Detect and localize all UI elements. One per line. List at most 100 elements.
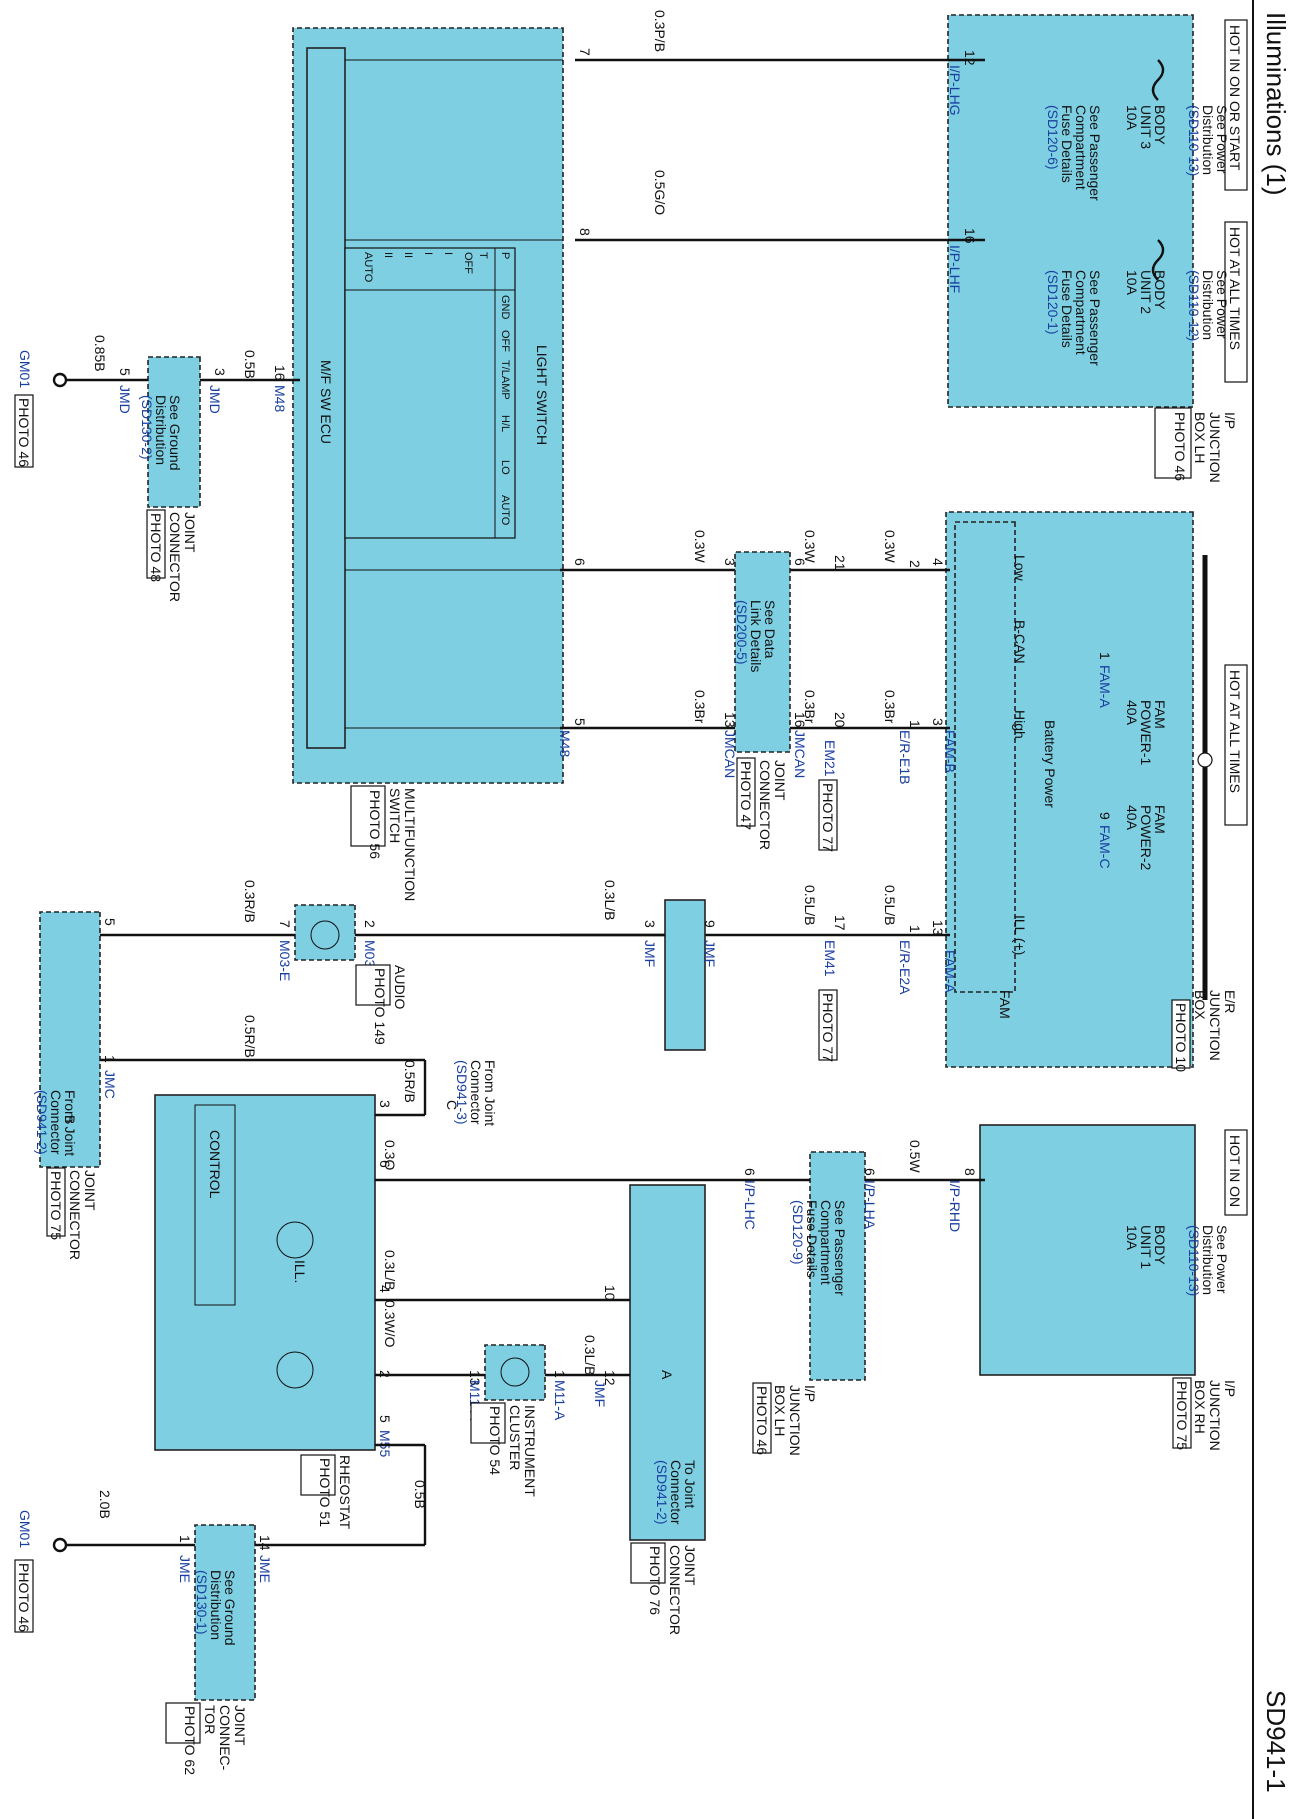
fuse-fam1-l3: 40A xyxy=(1124,700,1140,726)
ref-to-a-ref: (SD941-2) xyxy=(654,1460,670,1525)
pin-3c: 3 xyxy=(722,558,738,566)
ref-pcf9-l3: Fuse Details xyxy=(804,1200,820,1278)
ref-spd13b-l2: Distribution xyxy=(1200,1225,1216,1295)
instrument-cluster xyxy=(484,1344,546,1401)
pin-9-fam-c: 9 xyxy=(1097,812,1113,820)
fam-low: Low xyxy=(1012,555,1028,582)
conn-gm01b: GM01 xyxy=(17,1510,33,1548)
pin-6e: 6 xyxy=(377,1160,393,1168)
conn-em41: EM41 xyxy=(822,940,838,977)
cluster-photo-box xyxy=(470,1402,506,1444)
em41-photo-box xyxy=(818,989,838,1061)
ip-jb-lh-line3: BOX LH xyxy=(1192,412,1208,463)
audio-lamp-icon xyxy=(310,920,340,950)
ip-jb-rh-photo-box xyxy=(1172,1377,1192,1449)
ip-jb-rh-photo: PHOTO 75 xyxy=(1174,1381,1190,1450)
conn-em21: EM21 xyxy=(822,740,838,777)
fuse-fam1-l1: FAM xyxy=(1152,700,1168,729)
ground-1-icon xyxy=(52,372,68,388)
fam-high: High xyxy=(1012,710,1028,739)
jmc-photo: PHOTO 75 xyxy=(48,1171,64,1240)
pin-20: 20 xyxy=(832,712,848,728)
cluster-line1: INSTRUMENT xyxy=(522,1405,538,1497)
wire-3lb-c-label: 0.3L/B xyxy=(582,1335,598,1375)
shape-b: B xyxy=(62,1115,78,1124)
ref-gnd1-ref: (SD130-1) xyxy=(194,1570,210,1635)
pin-2b: 2 xyxy=(362,920,378,928)
jmcan-line2: CONNECTOR xyxy=(757,760,773,850)
jmcan-line1: JOINT xyxy=(772,760,788,801)
conn-er-e1b: E/R-E1B xyxy=(897,730,913,784)
ref-spd13-l1: See Power xyxy=(1214,105,1230,174)
mf-photo: PHOTO 56 xyxy=(367,790,383,859)
jmd-photo: PHOTO 48 xyxy=(148,513,164,582)
rheo-ill: ILL. xyxy=(292,1260,308,1283)
pin-3a: 3 xyxy=(212,368,228,376)
jmc-line2: CONNECTOR xyxy=(67,1170,83,1260)
pin-6b: 6 xyxy=(572,558,588,566)
ls-col-t: T xyxy=(477,252,489,259)
pin-21: 21 xyxy=(832,555,848,571)
jmf-line2: CONNECTOR xyxy=(667,1545,683,1635)
ls-row-auto: AUTO xyxy=(362,252,374,283)
rheo-control: CONTROL xyxy=(207,1130,223,1199)
ref-pcf1-l1: See Passenger xyxy=(1087,270,1103,366)
wire-3w-c-label: 0.3W xyxy=(692,530,708,563)
conn-jmf1: JMF xyxy=(702,940,718,967)
ip-jb-lh2-line2: JUNCTION xyxy=(787,1385,803,1456)
power-label-all-times-1 xyxy=(1224,221,1248,383)
mf-photo-box xyxy=(350,785,386,847)
jmf-photo: PHOTO 76 xyxy=(647,1546,663,1615)
pin-1b: 1 xyxy=(907,720,923,728)
em41-photo: PHOTO 77 xyxy=(820,993,836,1062)
conn-jme1: JME xyxy=(257,1555,273,1583)
wire-5rb-b-label: 0.5R/B xyxy=(402,1060,418,1103)
rheo-photo: PHOTO 51 xyxy=(317,1458,333,1527)
conn-ip-lhf: I/P-LHF xyxy=(947,245,963,293)
wire-3w-b-label: 0.3W xyxy=(802,530,818,563)
jmd-line2: CONNECTOR xyxy=(167,512,183,602)
ls-col-tlamp: T/LAMP xyxy=(499,360,511,400)
jmd-photo-box xyxy=(146,509,166,579)
conn-fam-c: FAM-C xyxy=(1097,825,1113,869)
pin-6c: 6 xyxy=(862,1168,878,1176)
pin-7: 7 xyxy=(577,48,593,56)
pin-3e: 3 xyxy=(377,1100,393,1108)
ip-jb-lh-line2: JUNCTION xyxy=(1207,412,1223,483)
pin-16c: 16 xyxy=(792,712,808,728)
mf-line1: MULTIFUNCTION xyxy=(402,788,418,901)
rheostat xyxy=(154,1094,376,1451)
jmf-line1: JOINT xyxy=(682,1545,698,1586)
audio-photo-box xyxy=(355,964,391,1006)
fuse-fam2-l2: POWER-2 xyxy=(1138,805,1154,871)
ref-from-c-l2: Connector xyxy=(468,1060,484,1125)
ip-jb-lh-line1: I/P xyxy=(1222,412,1238,429)
gnd2-photo-box xyxy=(14,1559,34,1633)
wire-go-label: 0.5G/O xyxy=(652,170,668,215)
fuse-body3-l2: UNIT 3 xyxy=(1138,105,1154,149)
conn-jmc: JMC xyxy=(102,1070,118,1099)
pin-1c: 1 xyxy=(907,925,923,933)
wire-pb-label: 0.3P/B xyxy=(652,10,668,52)
conn-m55: M55 xyxy=(377,1430,393,1457)
shape-a: A xyxy=(659,1370,675,1380)
pin-5c: 5 xyxy=(102,918,118,926)
ref-pcf9-l2: Compartment xyxy=(818,1200,834,1285)
conn-jme2: JME xyxy=(177,1555,193,1583)
power-label-all-times-2-text: HOT AT ALL TIMES xyxy=(1227,670,1243,793)
ref-pcf6-ref: (SD120-6) xyxy=(1045,105,1061,170)
ref-spd13b-l1: See Power xyxy=(1214,1225,1230,1294)
gnd2-photo: PHOTO 46 xyxy=(16,1563,32,1632)
fuse-body1-l1: BODY xyxy=(1152,1225,1168,1265)
conn-jmd1: JMD xyxy=(207,385,223,414)
ref-data-l2: Link Details xyxy=(748,600,764,672)
ls-row-off: OFF xyxy=(462,252,474,274)
power-label-all-times-2 xyxy=(1224,664,1248,826)
pin-9b: 9 xyxy=(702,920,718,928)
ref-gnd1-l2: Distribution xyxy=(208,1570,224,1640)
ref-to-a-l2: Connector xyxy=(668,1460,684,1525)
pin-8: 8 xyxy=(577,228,593,236)
conn-gm01a: GM01 xyxy=(17,350,33,388)
jmf-photo-box xyxy=(630,1542,666,1584)
ip-junction-box-rh xyxy=(979,1124,1196,1376)
